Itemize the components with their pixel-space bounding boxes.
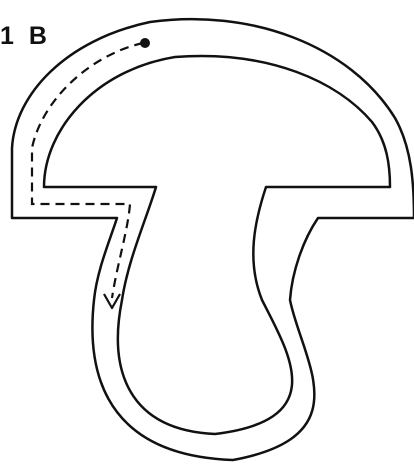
- maze-inner-wall: [44, 56, 390, 434]
- dashed-route: [32, 43, 143, 298]
- start-dot-icon: [140, 38, 150, 48]
- maze-outer-wall: [12, 19, 414, 460]
